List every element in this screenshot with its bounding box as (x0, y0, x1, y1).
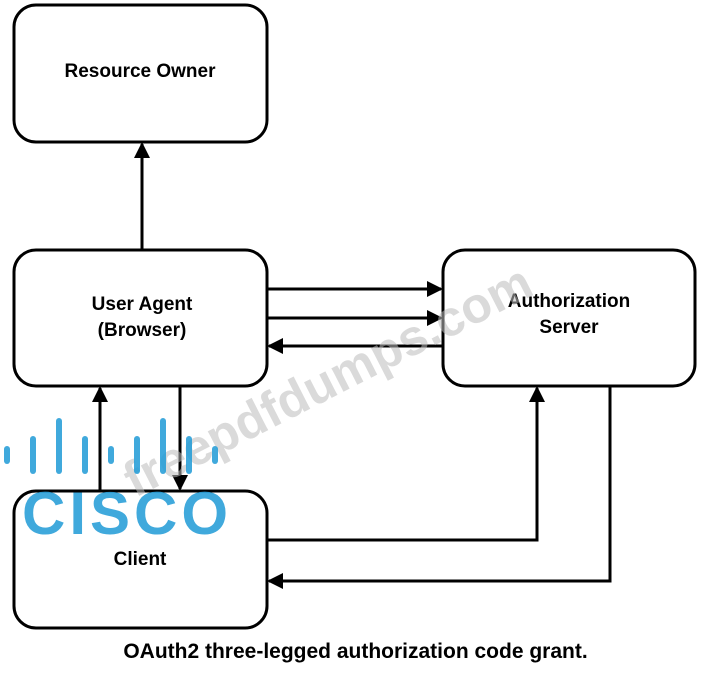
node-client: Client (12, 489, 269, 630)
node-user-agent-label-line2: (Browser) (98, 320, 187, 341)
node-resource-owner: Resource Owner (12, 3, 269, 144)
diagram-caption: OAuth2 three-legged authorization code g… (123, 640, 588, 663)
oauth-diagram: Resource Owner User Agent (Browser) Auth… (4, 3, 697, 630)
node-authorization-server-label-line2: Server (539, 317, 599, 338)
edges (92, 142, 612, 589)
node-authorization-server: Authorization Server (441, 248, 697, 388)
node-authorization-server-label-line1: Authorization (508, 291, 630, 312)
edge-client-to-auth-server (267, 386, 545, 542)
cisco-logo: CISCO (4, 418, 232, 547)
node-user-agent: User Agent (Browser) (12, 248, 269, 388)
node-resource-owner-label: Resource Owner (65, 61, 217, 82)
node-client-label: Client (114, 549, 167, 570)
edge-auth-server-to-client (267, 386, 612, 589)
node-user-agent-label-line1: User Agent (92, 294, 193, 315)
cisco-logo-text: CISCO (22, 480, 232, 547)
cisco-logo-bars-icon (4, 418, 218, 474)
